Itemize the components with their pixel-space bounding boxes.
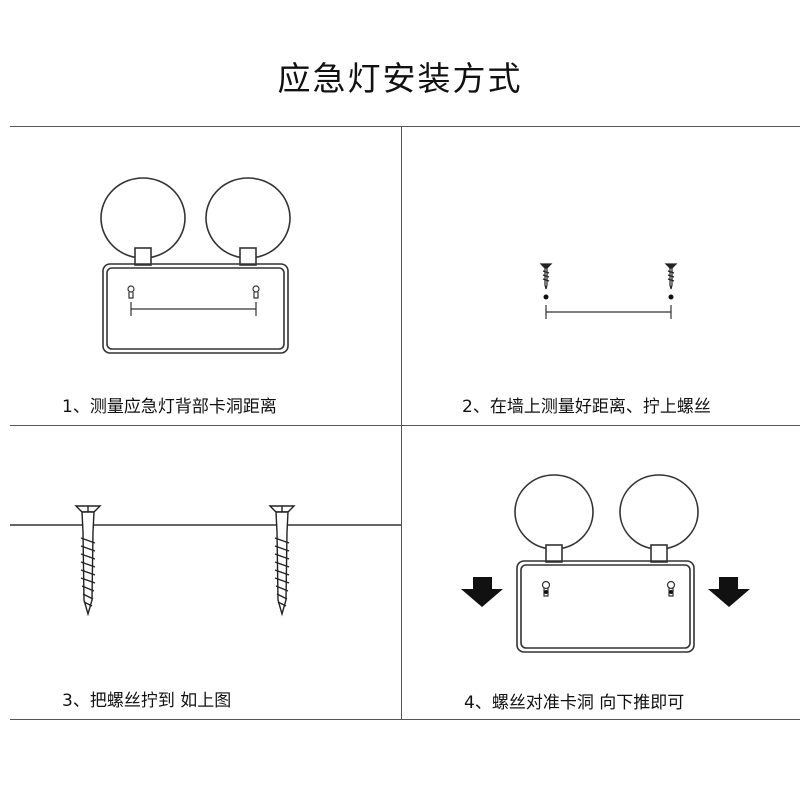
grid-line-top (10, 126, 800, 127)
step2-caption: 2、在墙上测量好距离、拧上螺丝 (462, 397, 711, 417)
grid-line-bottom (10, 719, 800, 720)
step4-caption: 4、螺丝对准卡洞 向下推即可 (464, 693, 685, 713)
lamp-neck-left (134, 247, 152, 266)
keyhole-right (252, 285, 260, 299)
lamp-neck-left (545, 544, 563, 563)
lamp-head-right (619, 474, 699, 550)
lamp-neck-right (650, 544, 668, 563)
small-screw-left (539, 263, 553, 290)
hole-distance-marker (130, 302, 257, 316)
lamp-body-outer (102, 263, 289, 354)
lamp-neck-right (239, 247, 257, 266)
wall-dot-left (543, 294, 549, 300)
page-title: 应急灯安装方式 (277, 59, 523, 98)
down-arrow-left (461, 577, 503, 607)
keyhole-with-screw-right (666, 580, 676, 597)
keyhole-left (127, 285, 135, 299)
wall-distance-marker (545, 305, 672, 319)
down-arrow-right (708, 577, 750, 607)
grid-line-vertical (401, 127, 402, 719)
lamp-head-left (514, 474, 594, 550)
long-screw-right (268, 505, 296, 617)
lamp-body-outer (516, 560, 695, 653)
small-screw-right (664, 263, 678, 290)
step3-caption: 3、把螺丝拧到 如上图 (62, 691, 232, 711)
grid-line-middle (10, 425, 800, 426)
step1-caption: 1、测量应急灯背部卡洞距离 (62, 397, 277, 417)
wall-dot-right (668, 294, 674, 300)
lamp-body-inner (106, 267, 285, 350)
keyhole-with-screw-left (541, 580, 551, 597)
lamp-body-inner (520, 564, 691, 649)
long-screw-left (74, 505, 102, 617)
